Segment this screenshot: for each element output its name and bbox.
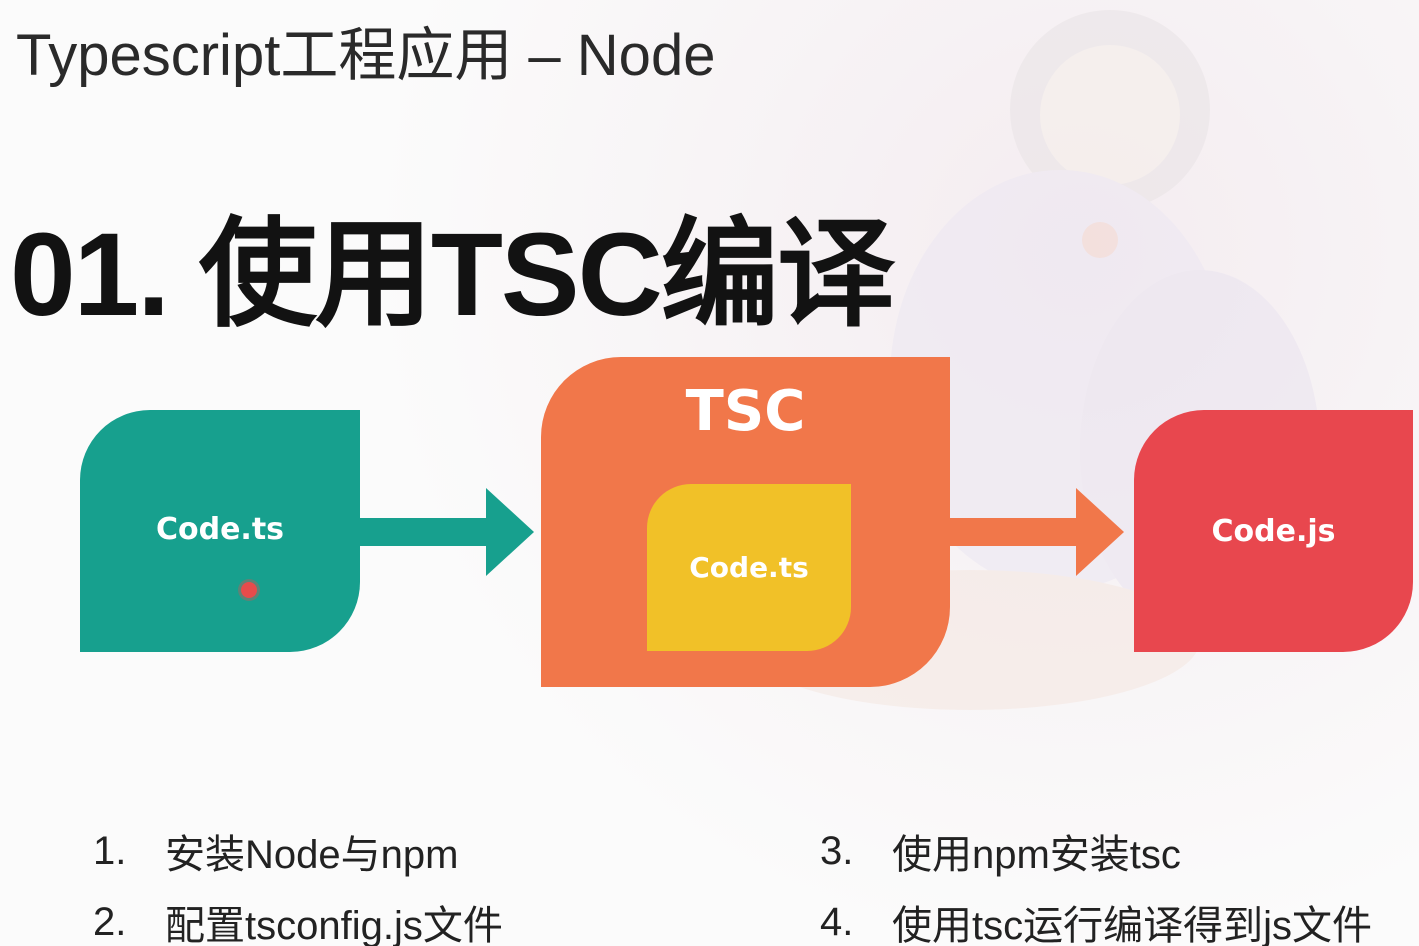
step-item: 4. 使用tsc运行编译得到js文件	[820, 893, 1372, 946]
source-file-label: Code.ts	[155, 511, 285, 547]
step-number: 2.	[93, 899, 127, 944]
arrow-head	[486, 488, 534, 576]
step-item: 1. 安装Node与npm	[93, 822, 458, 880]
step-text: 配置tsconfig.js文件	[165, 904, 503, 946]
output-file-box: Code.js	[1134, 410, 1413, 652]
header-title: Typescript工程应用 – Node	[16, 23, 716, 88]
helmet-outline	[1010, 10, 1210, 210]
step-text: 安装Node与npm	[165, 833, 459, 877]
compiler-label: TSC	[685, 379, 806, 444]
cursor-dot	[241, 582, 257, 598]
source-file-box: Code.ts	[80, 410, 360, 652]
main-heading: 01. 使用TSC编译	[10, 209, 895, 341]
step-number: 3.	[820, 828, 854, 873]
face-area	[1040, 45, 1180, 185]
step-item: 3. 使用npm安装tsc	[820, 822, 1181, 880]
step-text: 使用npm安装tsc	[892, 833, 1181, 877]
compiler-inner-file-label: Code.ts	[689, 551, 809, 584]
arrow-shaft	[358, 518, 488, 546]
step-number: 1.	[93, 828, 127, 873]
step-text: 使用tsc运行编译得到js文件	[892, 904, 1372, 946]
arrow-shaft	[948, 518, 1078, 546]
arrow-to-compiler	[358, 488, 534, 576]
output-file-label: Code.js	[1211, 513, 1336, 549]
compiler-box: TSC Code.ts	[541, 357, 950, 687]
step-number: 4.	[820, 899, 854, 944]
arrow-to-output	[948, 488, 1124, 576]
step-item: 2. 配置tsconfig.js文件	[93, 893, 503, 946]
arrow-head	[1076, 488, 1124, 576]
suit-badge	[1082, 222, 1118, 258]
compiler-inner-file-box: Code.ts	[647, 484, 851, 651]
